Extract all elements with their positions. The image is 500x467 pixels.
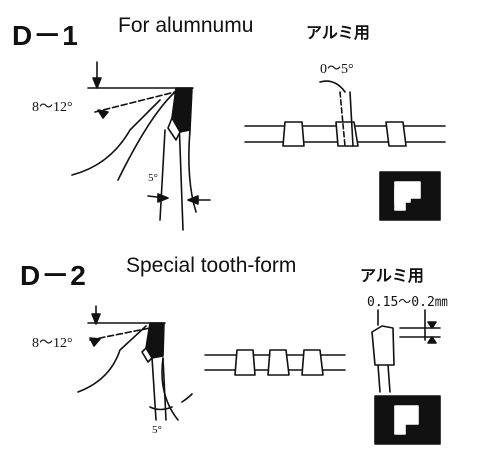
rake-angle-label-d1: 8～12° xyxy=(32,100,73,115)
d1-tooth-top-view xyxy=(244,80,446,147)
section-title-d1: For alumnumu xyxy=(118,14,254,37)
rake-angle-label-d2: 8～12° xyxy=(32,336,73,351)
section-code-d1: D－1 xyxy=(12,20,79,51)
chamfer-label-d2: 0.15～0.2㎜ xyxy=(367,295,448,310)
clearance-angle-label-d2: 5° xyxy=(152,424,162,436)
side-angle-label-d1: 0～5° xyxy=(320,62,354,77)
section-title-d2: Special tooth-form xyxy=(126,254,297,277)
d2-chamfer-detail xyxy=(371,309,441,393)
d2-tooth-profile xyxy=(77,305,193,421)
d2-tooth-top-view xyxy=(204,349,346,376)
section-jp-label-d2: アルミ用 xyxy=(360,266,424,285)
section-code-d2: D－2 xyxy=(20,260,87,291)
d1-tooth-profile xyxy=(71,61,211,231)
clearance-angle-label-d1: 5° xyxy=(148,172,158,184)
d2-tooth-section xyxy=(374,395,441,445)
section-jp-label-d1: アルミ用 xyxy=(306,23,370,42)
d1-tooth-section xyxy=(379,171,441,221)
